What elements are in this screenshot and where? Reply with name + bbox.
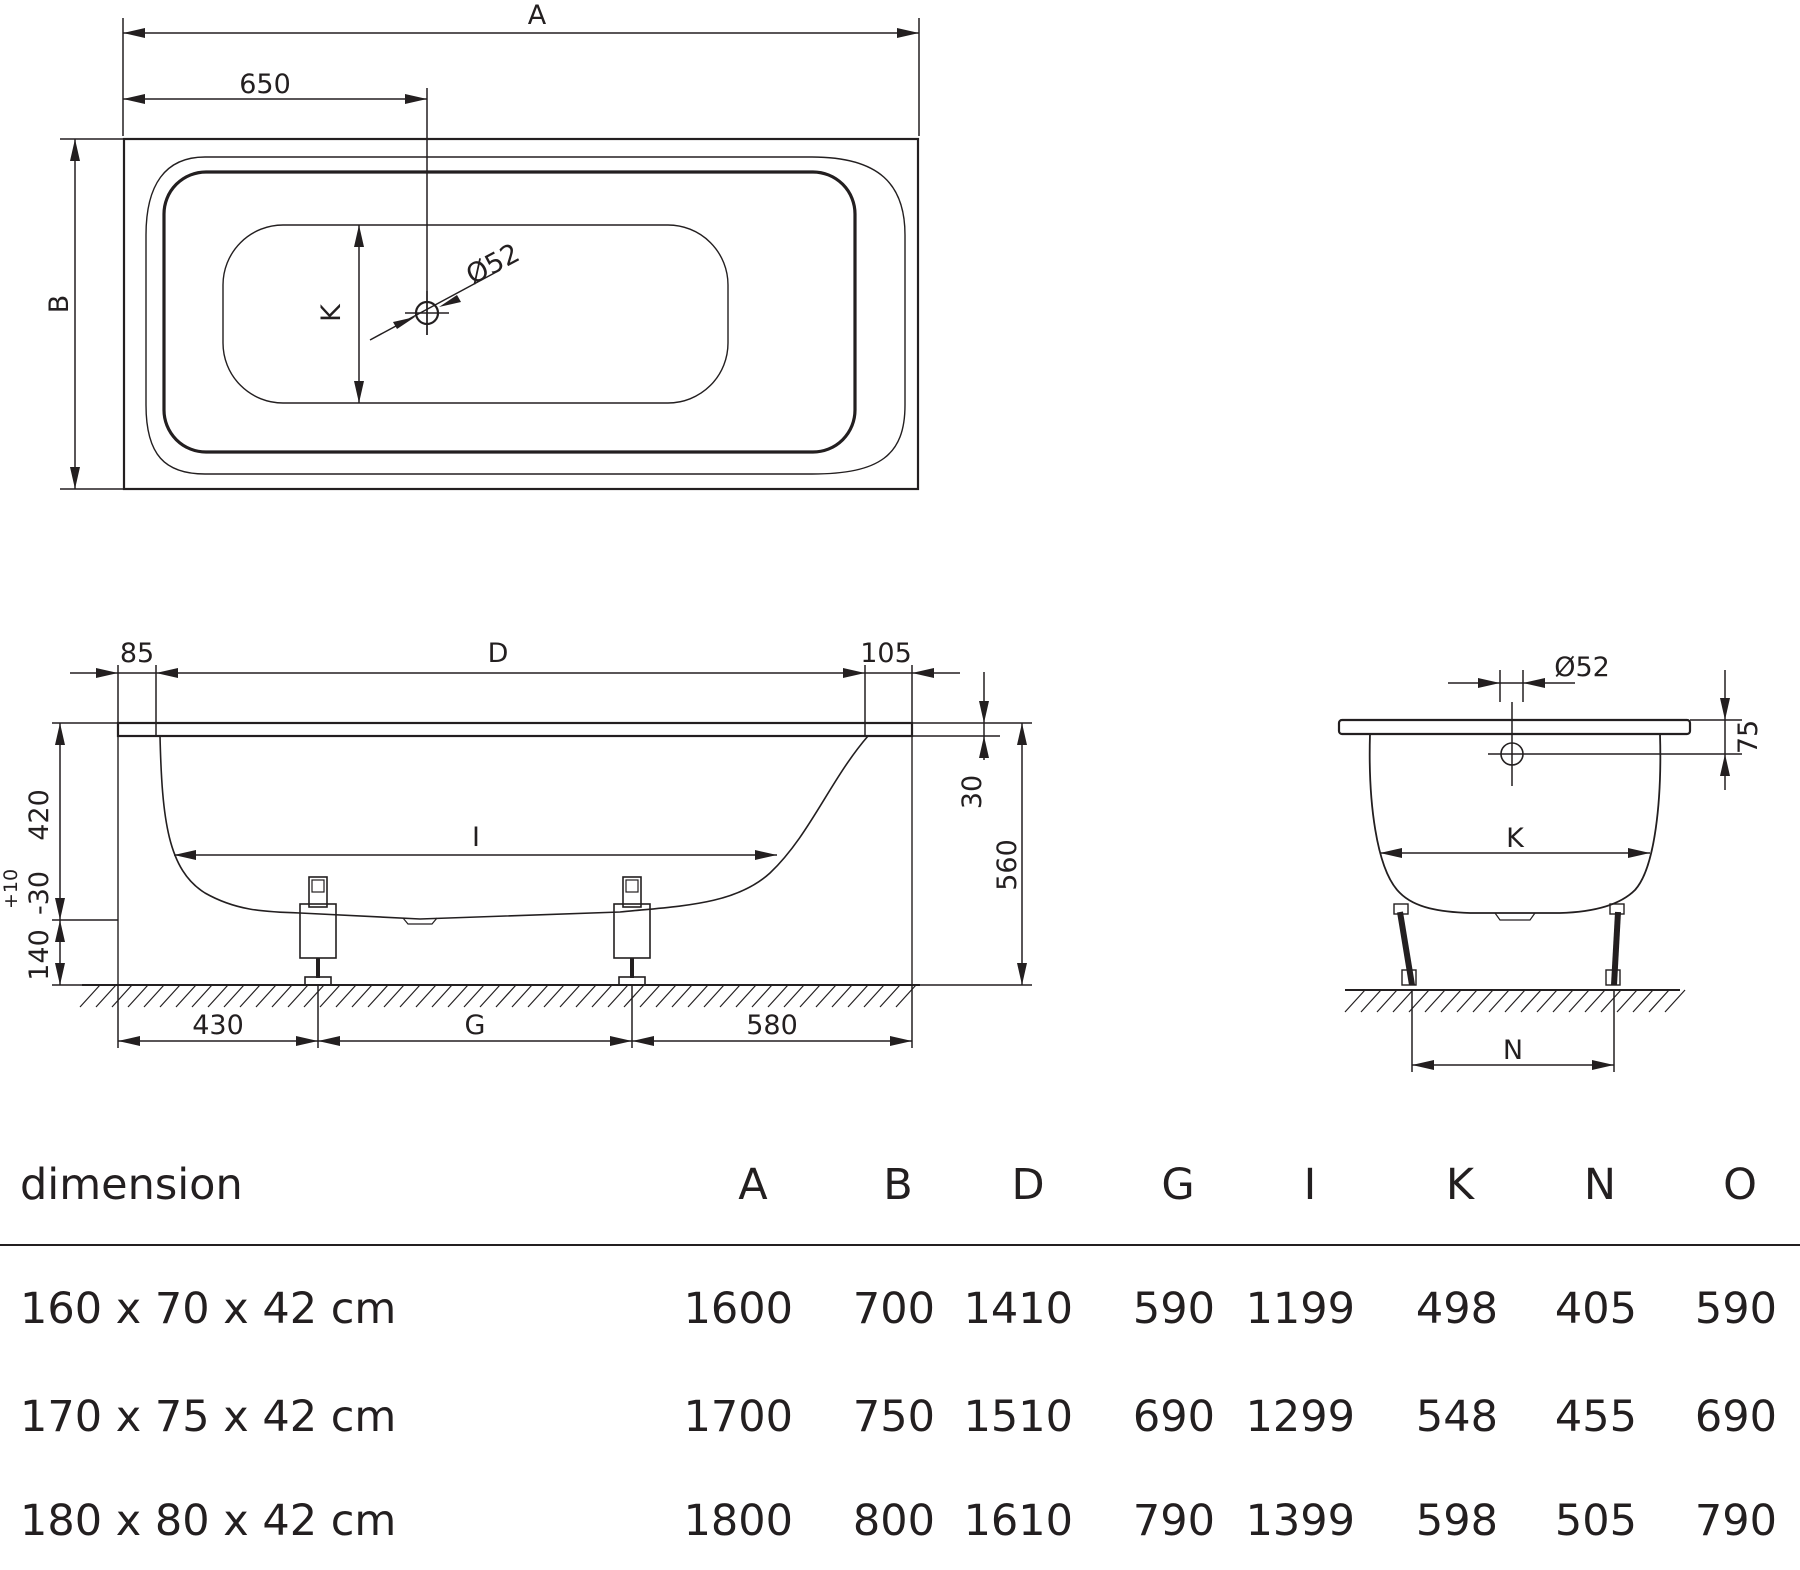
dim-label-g: G [465,1010,486,1041]
table-cell: 750 [852,1392,935,1442]
table-header-cell: I [1303,1160,1317,1210]
top-view: A 650 B K Ø52 [44,0,920,491]
dim-label-85: 85 [120,638,154,669]
table-header-cell: O [1723,1160,1757,1210]
table-row: 180 x 80 x 42 cm 1800 800 1610 790 1399 … [0,1470,1800,1570]
dim-label-30: 30 [957,775,988,809]
table-cell-size: 180 x 80 x 42 cm [20,1496,397,1546]
table-cell: 1700 [683,1392,793,1442]
table-cell: 598 [1415,1496,1498,1546]
dim-label-580: 580 [746,1010,798,1041]
overflow-diameter-label: Ø52 [1554,652,1610,683]
table-header-cell: B [883,1160,913,1210]
table-cell: 455 [1554,1392,1637,1442]
tub-outer-rim [122,137,920,491]
table-row: 160 x 70 x 42 cm 1600 700 1410 590 1199 … [0,1258,1800,1366]
tub-side-apron [117,735,913,986]
tub-rim-edge [145,156,906,475]
table-header-cell: D [1011,1160,1045,1210]
table-header-cell: A [738,1160,768,1210]
dim-label-b: B [44,295,75,314]
table-cell: 800 [852,1496,935,1546]
table-cell: 690 [1132,1392,1215,1442]
table-cell: 1299 [1245,1392,1355,1442]
table-cell: 1399 [1245,1496,1355,1546]
drain-icon [405,291,449,335]
tub-side-profile [159,735,869,920]
table-cell: 548 [1415,1392,1498,1442]
tub-floor [222,224,729,404]
dim-label-plus10: +10 [0,869,22,909]
support-leg-left-icon [1393,903,1417,986]
technical-drawing: A 650 B K Ø52 [0,0,1764,1072]
dim-label-a: A [528,0,547,31]
table-cell: 1600 [683,1284,793,1334]
table-cell-size: 160 x 70 x 42 cm [20,1284,397,1334]
dim-label-k-top: K [316,303,347,322]
table-cell-size: 170 x 75 x 42 cm [20,1392,397,1442]
tub-end-rim [1337,718,1692,736]
table-cell: 690 [1694,1392,1777,1442]
support-leg-right-icon [1605,903,1625,986]
dim-label-430: 430 [192,1010,244,1041]
support-foot-right-icon [613,876,651,986]
dim-label-75: 75 [1733,720,1764,754]
dim-label-d: D [488,638,509,669]
dim-label-420: 420 [24,789,55,841]
table-row: 170 x 75 x 42 cm 1700 750 1510 690 1299 … [0,1366,1800,1470]
table-cell: 498 [1415,1284,1498,1334]
dim-label-i: I [472,822,480,853]
table-cell: 590 [1694,1284,1777,1334]
floor-hatch-end [1344,989,1686,1013]
table-header-cell: K [1445,1160,1475,1210]
drain-diameter-label: Ø52 [461,238,525,291]
tub-side-rim [116,721,914,738]
side-view: 85 D 105 420 +10 -30 140 30 560 [0,638,1032,1048]
table-cell: 790 [1694,1496,1777,1546]
table-header-cell: dimension [20,1160,243,1210]
tub-end-profile [1368,733,1662,914]
table-cell: 1199 [1245,1284,1355,1334]
table-cell: 1800 [683,1496,793,1546]
table-cell: 1410 [963,1284,1073,1334]
dim-label-n: N [1503,1035,1523,1066]
dimension-table: dimension A B D G I K N O 160 x 70 x 42 … [0,1140,1800,1570]
table-cell: 590 [1132,1284,1215,1334]
overflow-icon [1488,702,1565,786]
support-foot-left-icon [299,876,337,986]
table-header-row: dimension A B D G I K N O [0,1140,1800,1246]
dim-label-560: 560 [992,839,1023,891]
dim-label-k-end: K [1506,823,1525,854]
end-view: Ø52 75 K [1337,652,1764,1072]
table-header-cell: G [1161,1160,1195,1210]
table-cell: 790 [1132,1496,1215,1546]
dim-label-105: 105 [860,638,912,669]
table-cell: 1510 [963,1392,1073,1442]
table-header-cell: N [1583,1160,1617,1210]
table-cell: 505 [1554,1496,1637,1546]
table-cell: 1610 [963,1496,1073,1546]
floor-hatch [79,984,917,1008]
dim-label-minus30: -30 [24,871,55,915]
dim-label-140: 140 [24,929,55,981]
table-cell: 405 [1554,1284,1637,1334]
dim-label-650: 650 [239,69,291,100]
tub-inner-basin [162,170,857,454]
table-cell: 700 [852,1284,935,1334]
